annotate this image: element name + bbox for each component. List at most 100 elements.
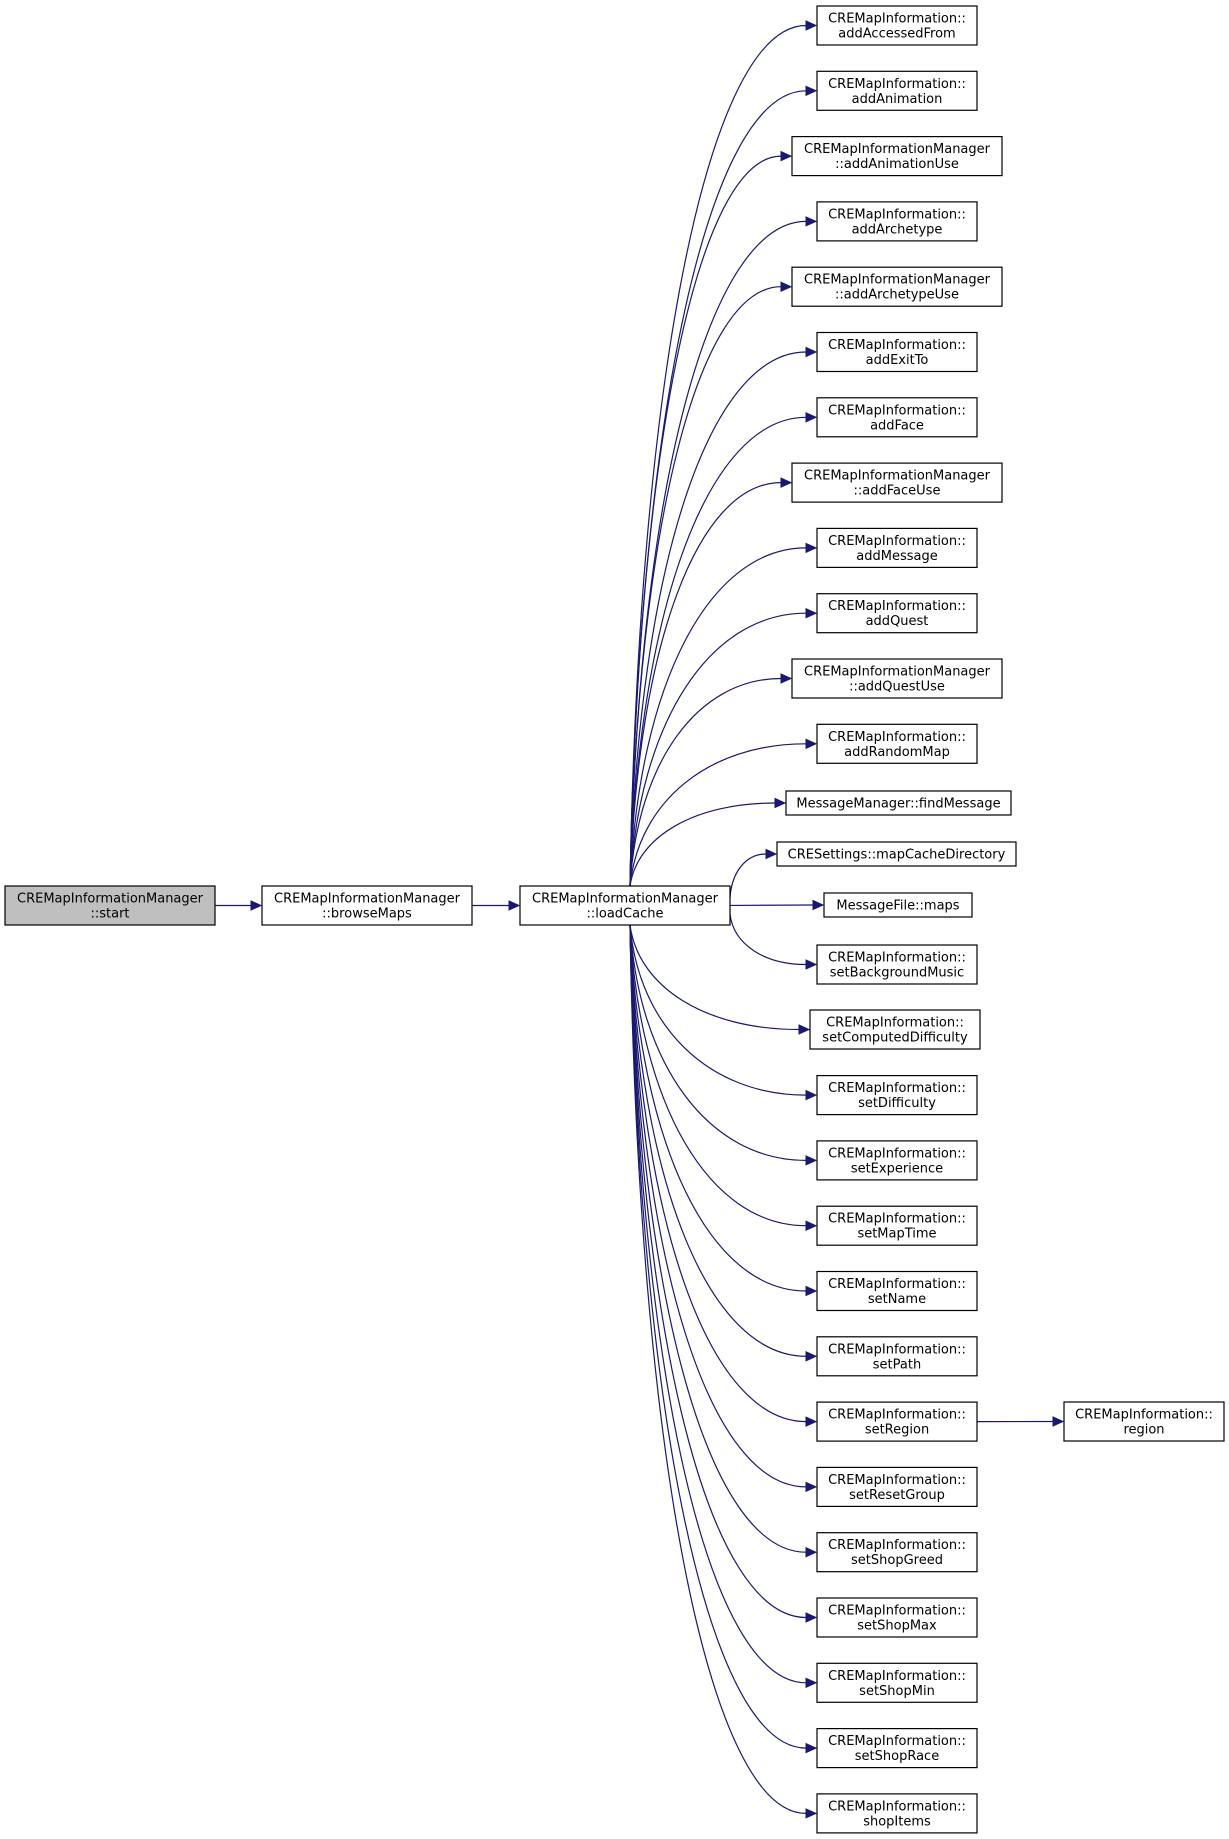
node-setShopMin[interactable]: CREMapInformation::setShopMin bbox=[816, 1662, 978, 1703]
node-addAccessedFrom[interactable]: CREMapInformation::addAccessedFrom bbox=[816, 5, 978, 46]
node-label-line: CREMapInformationManager bbox=[17, 892, 204, 907]
node-addFaceUse[interactable]: CREMapInformationManager::addFaceUse bbox=[791, 462, 1003, 503]
edge-line bbox=[729, 853, 767, 898]
node-box bbox=[785, 790, 1012, 816]
node-box bbox=[816, 5, 978, 46]
node-setShopRace[interactable]: CREMapInformation::setShopRace bbox=[816, 1727, 978, 1769]
node-loadCache[interactable]: CREMapInformationManager::loadCache bbox=[519, 885, 731, 926]
node-box bbox=[816, 593, 978, 634]
edge-loadCache-to-addExitTo bbox=[629, 346, 818, 887]
node-label-line: CREMapInformationManager bbox=[532, 892, 719, 907]
node-label-line: CREMapInformation:: bbox=[828, 1473, 966, 1488]
node-region[interactable]: CREMapInformation::region bbox=[1063, 1401, 1225, 1442]
node-label-line: shopItems bbox=[863, 1814, 931, 1829]
arrowhead bbox=[805, 346, 818, 358]
arrowhead bbox=[805, 1546, 818, 1558]
arrowhead bbox=[780, 673, 793, 684]
arrowhead bbox=[805, 1089, 818, 1101]
node-box bbox=[816, 944, 978, 985]
edge-loadCache-to-setShopGreed bbox=[629, 924, 818, 1558]
node-setResetGroup[interactable]: CREMapInformation::setResetGroup bbox=[816, 1466, 978, 1508]
edge-line bbox=[629, 924, 807, 1357]
node-addFace[interactable]: CREMapInformation::addFace bbox=[816, 397, 978, 438]
edge-loadCache-to-addArchetypeUse bbox=[629, 281, 793, 887]
node-setExperience[interactable]: CREMapInformation::setExperience bbox=[816, 1140, 978, 1181]
node-box bbox=[809, 1009, 981, 1050]
node-setBackgroundMusic[interactable]: CREMapInformation::setBackgroundMusic bbox=[816, 944, 978, 985]
arrowhead bbox=[805, 1220, 818, 1231]
node-label-line: CREMapInformation:: bbox=[828, 599, 966, 614]
node-label-line: CREMapInformationManager bbox=[804, 469, 991, 484]
edge-loadCache-to-addAccessedFrom bbox=[629, 20, 818, 887]
node-box bbox=[823, 892, 973, 918]
node-label-line: setShopGreed bbox=[851, 1553, 943, 1568]
edge-line bbox=[629, 924, 807, 1227]
node-label-line: CREMapInformationManager bbox=[274, 892, 461, 907]
node-maps[interactable]: MessageFile::maps bbox=[823, 892, 973, 918]
edge-loadCache-to-addAnimation bbox=[629, 85, 818, 887]
node-label-line: CREMapInformation:: bbox=[828, 534, 966, 549]
node-browseMaps[interactable]: CREMapInformationManager::browseMaps bbox=[261, 885, 473, 926]
node-addExitTo[interactable]: CREMapInformation::addExitTo bbox=[816, 331, 978, 373]
node-label-line: CREMapInformation:: bbox=[828, 1799, 966, 1814]
arrowhead bbox=[805, 1808, 818, 1819]
node-label-line: setRegion bbox=[865, 1423, 929, 1438]
node-setName[interactable]: CREMapInformation::setName bbox=[816, 1270, 978, 1312]
node-addQuestUse[interactable]: CREMapInformationManager::addQuestUse bbox=[791, 658, 1003, 699]
edge-loadCache-to-setRegion bbox=[629, 924, 818, 1427]
node-setShopGreed[interactable]: CREMapInformation::setShopGreed bbox=[816, 1532, 978, 1573]
edge-loadCache-to-setName bbox=[629, 924, 818, 1297]
edge-line bbox=[629, 90, 807, 887]
node-findMessage[interactable]: MessageManager::findMessage bbox=[785, 790, 1012, 816]
edge-line bbox=[629, 612, 807, 887]
edge-line bbox=[729, 914, 807, 966]
node-label-line: ::browseMaps bbox=[322, 907, 412, 922]
node-box bbox=[816, 397, 978, 438]
node-addMessage[interactable]: CREMapInformation::addMessage bbox=[816, 527, 978, 569]
edge-line bbox=[629, 482, 782, 887]
edge-line bbox=[629, 924, 807, 1161]
node-start[interactable]: CREMapInformationManager::start bbox=[4, 885, 216, 926]
node-addArchetypeUse[interactable]: CREMapInformationManager::addArchetypeUs… bbox=[791, 266, 1003, 307]
node-addArchetype[interactable]: CREMapInformation::addArchetype bbox=[816, 201, 978, 242]
node-setDifficulty[interactable]: CREMapInformation::setDifficulty bbox=[816, 1074, 978, 1116]
node-setRegion[interactable]: CREMapInformation::setRegion bbox=[816, 1401, 978, 1442]
node-addAnimation[interactable]: CREMapInformation::addAnimation bbox=[816, 70, 978, 111]
node-setComputedDifficulty[interactable]: CREMapInformation::setComputedDifficulty bbox=[809, 1009, 981, 1050]
node-label-line: addQuest bbox=[866, 614, 929, 629]
edge-line bbox=[629, 351, 807, 887]
edge-line bbox=[629, 547, 807, 887]
arrowhead bbox=[780, 477, 793, 488]
node-setPath[interactable]: CREMapInformation::setPath bbox=[816, 1336, 978, 1377]
node-label-line: addArchetype bbox=[852, 222, 943, 237]
node-label-line: MessageManager::findMessage bbox=[796, 797, 1000, 812]
node-label-line: CREMapInformation:: bbox=[828, 1734, 966, 1749]
node-setMapTime[interactable]: CREMapInformation::setMapTime bbox=[816, 1205, 978, 1246]
arrowhead bbox=[805, 20, 818, 31]
node-label-line: CREMapInformationManager bbox=[804, 273, 991, 288]
node-addRandomMap[interactable]: CREMapInformation::addRandomMap bbox=[816, 723, 978, 764]
node-mapCacheDirectory[interactable]: CRESettings::mapCacheDirectory bbox=[776, 841, 1017, 867]
edge-loadCache-to-setPath bbox=[629, 924, 818, 1362]
node-setShopMax[interactable]: CREMapInformation::setShopMax bbox=[816, 1597, 978, 1638]
edge-line bbox=[629, 924, 807, 1096]
node-shopItems[interactable]: CREMapInformation::shopItems bbox=[816, 1793, 978, 1834]
node-box bbox=[816, 723, 978, 764]
arrowhead bbox=[805, 542, 818, 554]
node-label-line: CREMapInformationManager bbox=[804, 142, 991, 157]
edge-line bbox=[629, 924, 807, 1749]
node-box bbox=[816, 1727, 978, 1769]
node-label-line: CREMapInformation:: bbox=[828, 1277, 966, 1292]
node-addAnimationUse[interactable]: CREMapInformationManager::addAnimationUs… bbox=[791, 136, 1003, 177]
edge-loadCache-to-setMapTime bbox=[629, 924, 818, 1231]
edge-loadCache-to-addAnimationUse bbox=[629, 150, 793, 887]
edge-line bbox=[629, 677, 782, 887]
node-label-line: setMapTime bbox=[857, 1227, 936, 1242]
node-addQuest[interactable]: CREMapInformation::addQuest bbox=[816, 593, 978, 634]
node-box bbox=[776, 841, 1017, 867]
node-label-line: addFace bbox=[870, 418, 924, 433]
arrowhead bbox=[805, 1612, 818, 1623]
edge-loadCache-to-addQuestUse bbox=[629, 673, 793, 887]
node-box bbox=[791, 266, 1003, 307]
node-box bbox=[816, 1532, 978, 1573]
